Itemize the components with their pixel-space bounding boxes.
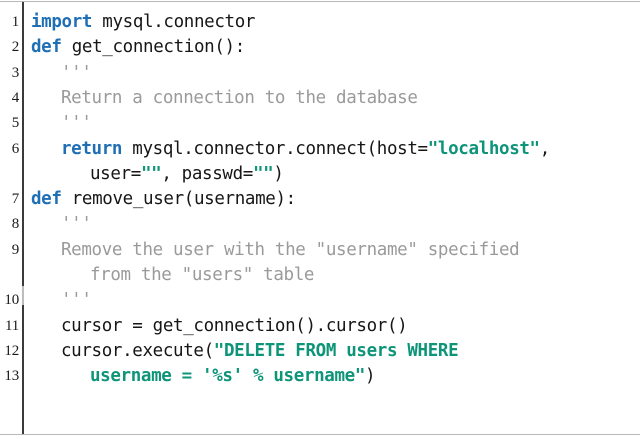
code-token-pl: mysql.connector bbox=[92, 12, 256, 32]
code-line: Remove the user with the "username" spec… bbox=[61, 239, 520, 260]
line-number: 5 bbox=[11, 115, 20, 132]
code-token-pl: cursor.execute( bbox=[61, 340, 214, 361]
code-line: Return a connection to the database bbox=[61, 88, 418, 108]
code-line: cursor = get_connection().cursor() bbox=[61, 315, 408, 336]
code-token-str: "localhost" bbox=[427, 138, 540, 159]
code-token-str: "DELETE FROM users WHERE bbox=[213, 340, 459, 361]
code-token-doc: ''' bbox=[61, 62, 92, 83]
code-token-pl: cursor = get_connection().cursor() bbox=[61, 315, 408, 336]
line-number: 10 bbox=[4, 292, 19, 309]
code-token-pl: , bbox=[539, 138, 551, 159]
code-line: ''' bbox=[61, 63, 92, 83]
code-line: username = '%s' % username") bbox=[90, 366, 376, 387]
line-number: 9 bbox=[11, 241, 20, 258]
code-token-doc: from the "users" table bbox=[90, 265, 315, 285]
code-token-pl: user= bbox=[90, 163, 141, 184]
line-number: 12 bbox=[4, 342, 19, 359]
gutter-separator-break bbox=[22, 286, 24, 305]
code-line: import mysql.connector bbox=[31, 12, 255, 32]
code-line: ''' bbox=[61, 290, 92, 310]
code-token-str: username = '%s' % username" bbox=[90, 366, 366, 387]
code-token-kw: def bbox=[31, 37, 62, 58]
code-token-str: "" bbox=[140, 163, 162, 184]
code-line: return mysql.connector.connect(host="loc… bbox=[61, 139, 550, 159]
code-area[interactable]: import mysql.connector def get_connection… bbox=[31, 0, 636, 439]
code-token-doc: ''' bbox=[61, 113, 92, 134]
line-number: 13 bbox=[4, 368, 19, 385]
line-number: 11 bbox=[4, 317, 19, 334]
code-line: ''' bbox=[61, 113, 92, 133]
code-token-str: "" bbox=[253, 163, 274, 184]
code-line: user="", passwd="") bbox=[90, 164, 284, 184]
code-token-kw: def bbox=[31, 189, 62, 210]
line-number: 6 bbox=[11, 140, 20, 157]
bottom-border-rule bbox=[0, 434, 640, 435]
code-token-pl: ) bbox=[365, 366, 376, 387]
code-line: from the "users" table bbox=[90, 265, 314, 285]
code-token-pl: remove_user(username): bbox=[61, 189, 296, 210]
code-line: ''' bbox=[61, 214, 92, 234]
gutter-separator-rule bbox=[22, 2, 24, 434]
code-token-doc: Return a connection to the database bbox=[61, 87, 418, 108]
code-line: cursor.execute("DELETE FROM users WHERE bbox=[61, 340, 459, 361]
line-number: 4 bbox=[11, 89, 20, 106]
top-border-rule bbox=[0, 1, 640, 2]
code-token-kw: import bbox=[31, 12, 93, 32]
code-token-pl: get_connection(): bbox=[61, 37, 246, 58]
line-number: 1 bbox=[11, 14, 20, 30]
code-token-pl: ) bbox=[273, 163, 284, 184]
line-number: 8 bbox=[11, 216, 20, 233]
code-line: def get_connection(): bbox=[31, 37, 245, 57]
code-token-doc: Remove the user with the "username" spec… bbox=[61, 239, 520, 260]
code-token-doc: ''' bbox=[61, 214, 92, 235]
line-number: 3 bbox=[11, 64, 20, 81]
code-token-pl: , passwd= bbox=[161, 163, 253, 184]
line-number: 2 bbox=[11, 39, 20, 56]
line-number: 7 bbox=[11, 191, 20, 208]
code-token-pl: mysql.connector.connect(host= bbox=[122, 138, 428, 159]
code-token-kw: return bbox=[61, 138, 123, 159]
code-line: def remove_user(username): bbox=[31, 189, 296, 209]
code-token-doc: ''' bbox=[61, 290, 92, 311]
